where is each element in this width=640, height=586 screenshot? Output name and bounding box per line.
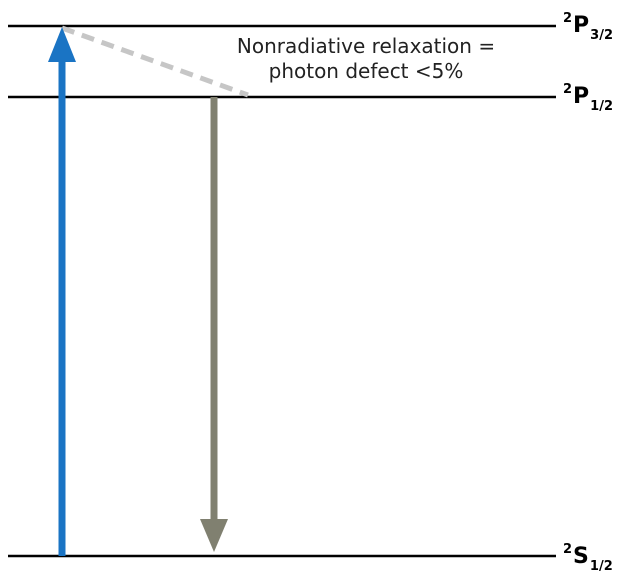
level-j-value: 3/2 bbox=[590, 28, 614, 43]
level-label-2p32: 2P3/2 bbox=[563, 12, 613, 42]
annotation-line-1: Nonradiative relaxation = bbox=[236, 34, 496, 58]
level-term-letter: S bbox=[573, 544, 589, 569]
level-multiplicity: 2 bbox=[563, 542, 573, 557]
level-label-2p12: 2P1/2 bbox=[563, 83, 613, 113]
level-term-letter: P bbox=[573, 13, 590, 38]
level-multiplicity: 2 bbox=[563, 11, 573, 26]
level-j-value: 1/2 bbox=[589, 559, 613, 574]
level-multiplicity: 2 bbox=[563, 82, 573, 97]
level-j-value: 1/2 bbox=[590, 99, 614, 114]
annotation-line-2: photon defect <5% bbox=[268, 59, 464, 83]
emission-arrow bbox=[200, 97, 228, 552]
relaxation-annotation: Nonradiative relaxation = photon defect … bbox=[200, 34, 532, 84]
level-label-2s12: 2S1/2 bbox=[563, 543, 613, 573]
nonradiative-relaxation-line bbox=[61, 25, 249, 98]
level-term-letter: P bbox=[573, 84, 590, 109]
pump-arrow bbox=[48, 27, 76, 556]
